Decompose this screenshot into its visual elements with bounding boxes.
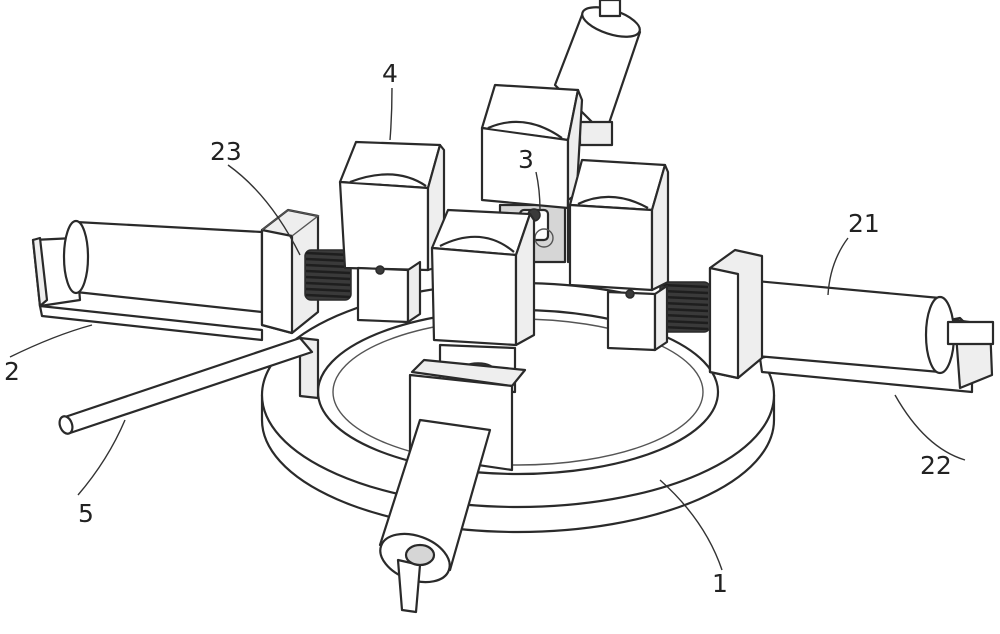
clamp-block-left	[338, 140, 446, 324]
right-arm	[659, 248, 995, 394]
label-23: 23	[210, 137, 242, 166]
label-3: 3	[518, 145, 534, 174]
right-spring	[659, 281, 711, 333]
label-21: 21	[848, 209, 880, 238]
leader-lines	[9, 87, 966, 571]
label-4: 4	[382, 59, 398, 88]
clamp-block-right	[568, 158, 670, 352]
front-cylinder	[378, 358, 527, 614]
left-arm	[31, 208, 352, 400]
label-5: 5	[78, 499, 94, 528]
left-spring	[304, 249, 352, 301]
label-1: 1	[712, 569, 728, 598]
part-labels: 4 23 3 21 2 5 1 22	[4, 59, 952, 598]
pipe	[58, 336, 314, 435]
label-22: 22	[920, 451, 952, 480]
label-2: 2	[4, 357, 20, 386]
